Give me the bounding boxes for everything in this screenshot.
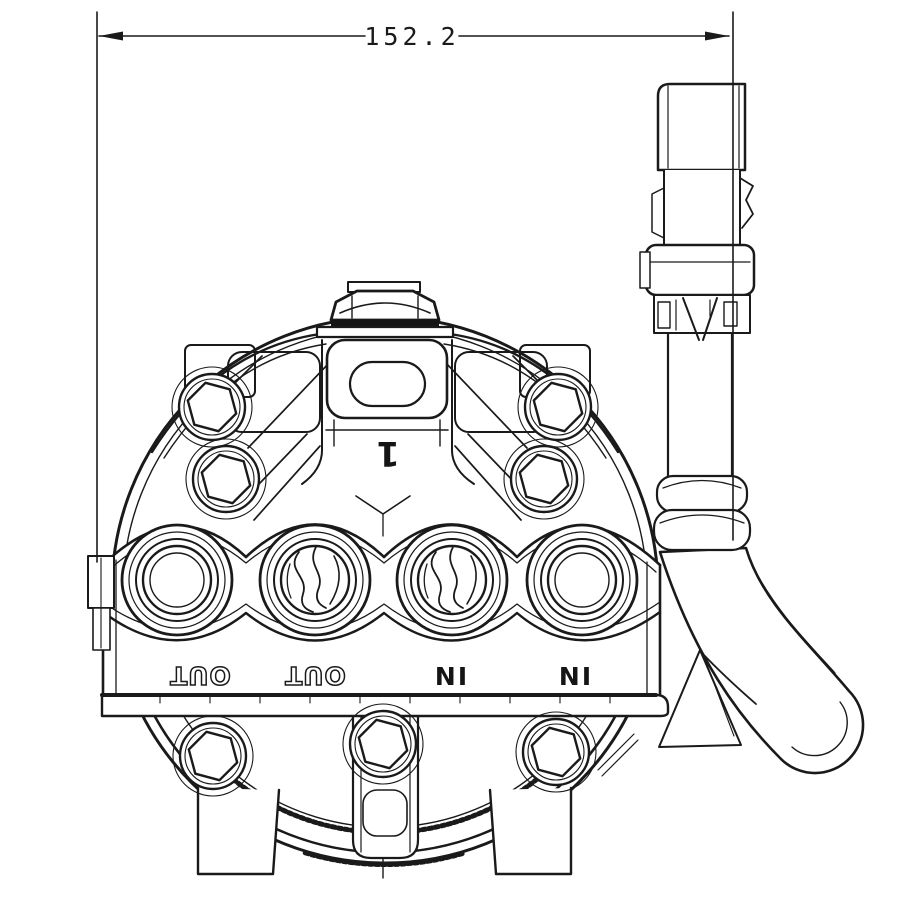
connector-flange (644, 243, 756, 297)
dimension-text: 152.2 (364, 22, 459, 51)
port-out-2 (258, 523, 372, 637)
wire-crimp (682, 297, 718, 341)
pump-body: 1 OUT OUT IN (87, 281, 670, 879)
port-label-out-2: OUT (283, 660, 346, 691)
port-label-in-2: IN (557, 661, 591, 690)
top-bracket (301, 338, 475, 537)
hex-bolt-lower-left (171, 714, 255, 798)
electrical-connector (639, 82, 756, 341)
washer-plate (315, 325, 455, 339)
arrowhead-left (99, 31, 123, 41)
foot-left (196, 786, 281, 876)
arrowhead-right (705, 31, 729, 41)
cable-harness (597, 331, 865, 777)
top-stud-nut (315, 281, 455, 339)
collar-ring-2 (652, 508, 752, 552)
wing-right (448, 332, 620, 454)
cast-marking: 1 (376, 433, 400, 473)
hex-bolt-upper-left-2 (184, 437, 268, 521)
knurled-band-bottom (302, 850, 468, 868)
foot-right (488, 786, 573, 876)
svg-text:IN: IN (433, 661, 467, 690)
svg-text:OUT: OUT (284, 661, 346, 690)
hex-nut (329, 289, 441, 322)
dimension-annotation: 152.2 (96, 11, 734, 563)
hex-bolt-upper-right-1 (516, 365, 600, 449)
cable-sleeve (666, 331, 734, 480)
hex-bolt-upper-right-2 (502, 437, 586, 521)
svg-text:OUT: OUT (169, 661, 231, 690)
svg-text:IN: IN (557, 661, 591, 690)
port-in-2 (525, 523, 639, 637)
mounting-plate (100, 693, 670, 718)
cable-bend (658, 546, 865, 775)
cable-collars (652, 474, 752, 552)
connector-housing-mid (663, 169, 741, 246)
left-edge-tab (87, 555, 115, 651)
hex-bolt-lower-right (514, 710, 598, 794)
bracket-slot (348, 360, 427, 408)
marking-text: 1 (376, 433, 400, 473)
wing-right-inner (443, 343, 607, 459)
connector-latch (739, 177, 754, 229)
cable-end-inner-line (791, 701, 848, 757)
hex-bolt-upper-left-1 (170, 365, 254, 449)
port-out-1 (120, 523, 234, 637)
port-in-1 (395, 523, 509, 637)
connector-housing-top (656, 82, 747, 172)
washer-shadow (331, 320, 439, 327)
support-web (597, 649, 757, 777)
cable-highlight (751, 564, 836, 674)
port-label-in-1: IN (433, 661, 467, 690)
port-label-out-1: OUT (168, 660, 231, 691)
hex-bolt-lower-center (341, 702, 425, 786)
